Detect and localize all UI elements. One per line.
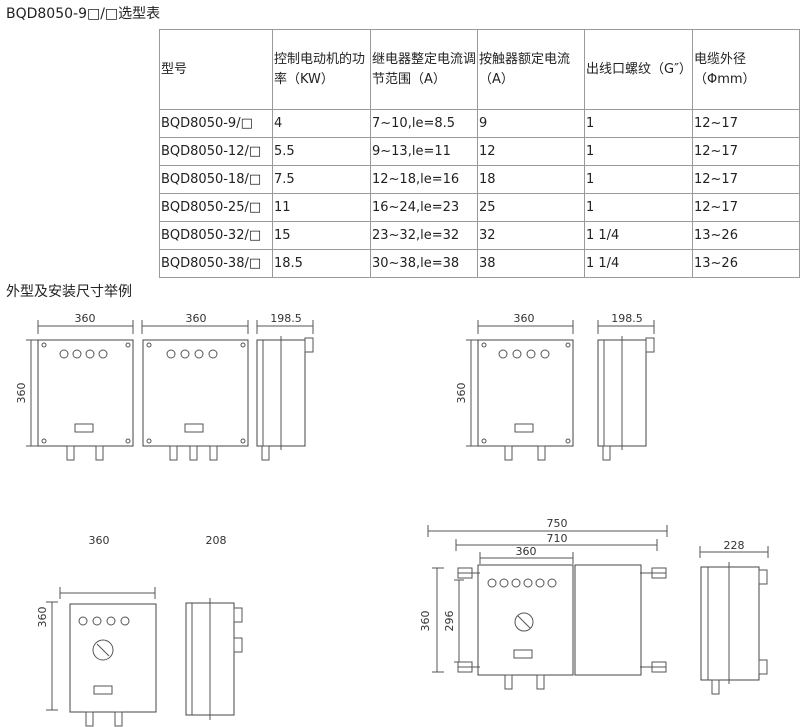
table-cell: BQD8050-25/□: [159, 193, 273, 222]
table-cell: 12~18,le=16: [370, 165, 478, 194]
table-cell: BQD8050-12/□: [159, 137, 273, 166]
table-row: BQD8050-25/□ 11 16~24,le=23 25 1 12~17: [159, 193, 800, 222]
table-cell: 9~13,le=11: [370, 137, 478, 166]
dim-d4-box-width: 360: [516, 545, 537, 558]
dim-d2-width: 360: [514, 312, 535, 325]
table-cell: 13~26: [692, 249, 800, 278]
table-cell: BQD8050-9/□: [159, 109, 273, 138]
dim-d4-mount-height: 296: [443, 611, 456, 632]
spec-table: 型号 控制电动机的功率（KW） 继电器整定电流调节范围（A） 按触器额定电流（A…: [159, 29, 800, 278]
table-cell: 1 1/4: [584, 249, 693, 278]
table-cell: 25: [477, 193, 585, 222]
dim-d3-depth: 208: [206, 534, 227, 547]
table-cell: 12~17: [692, 137, 800, 166]
dim-d2-depth: 198.5: [611, 312, 643, 325]
dim-d1-width-1: 360: [75, 312, 96, 325]
table-row: BQD8050-18/□ 7.5 12~18,le=16 18 1 12~17: [159, 165, 800, 194]
header-model: 型号: [159, 29, 273, 110]
dim-d4-inner-width: 710: [547, 532, 568, 545]
table-cell: 23~32,le=32: [370, 221, 478, 250]
table-cell: 18.5: [272, 249, 371, 278]
table-cell: 11: [272, 193, 371, 222]
dim-d1-height: 360: [15, 383, 28, 404]
dim-d1-width-2: 360: [186, 312, 207, 325]
header-cable-diameter: 电缆外径（Φmm）: [692, 29, 800, 110]
table-cell: 38: [477, 249, 585, 278]
table-row: BQD8050-32/□ 15 23~32,le=32 32 1 1/4 13~…: [159, 221, 800, 250]
header-relay-range: 继电器整定电流调节范围（A）: [370, 29, 478, 110]
table-cell: 13~26: [692, 221, 800, 250]
dim-d4-height: 360: [419, 611, 432, 632]
dim-d3-height: 360: [36, 607, 49, 628]
dim-d3-width: 360: [89, 534, 110, 547]
table-cell: 30~38,le=38: [370, 249, 478, 278]
table-row: BQD8050-38/□ 18.5 30~38,le=38 38 1 1/4 1…: [159, 249, 800, 278]
drawings-section-title: 外型及安装尺寸举例: [6, 284, 132, 300]
dim-d4-total-width: 750: [547, 517, 568, 530]
table-row: BQD8050-12/□ 5.5 9~13,le=11 12 1 12~17: [159, 137, 800, 166]
drawing-wide-assembly: [427, 525, 769, 695]
dim-d2-height: 360: [455, 383, 468, 404]
table-cell: 1: [584, 137, 693, 166]
table-cell: 9: [477, 109, 585, 138]
drawing-single-enclosure: [466, 320, 655, 461]
table-cell: BQD8050-18/□: [159, 165, 273, 194]
table-cell: BQD8050-32/□: [159, 221, 273, 250]
header-power: 控制电动机的功率（KW）: [272, 29, 371, 110]
table-cell: 15: [272, 221, 371, 250]
table-header-row: 型号 控制电动机的功率（KW） 继电器整定电流调节范围（A） 按触器额定电流（A…: [159, 29, 800, 110]
table-row: BQD8050-9/□ 4 7~10,le=8.5 9 1 12~17: [159, 109, 800, 138]
table-cell: 1 1/4: [584, 221, 693, 250]
table-cell: 7~10,le=8.5: [370, 109, 478, 138]
table-cell: BQD8050-38/□: [159, 249, 273, 278]
table-cell: 16~24,le=23: [370, 193, 478, 222]
table-cell: 1: [584, 109, 693, 138]
table-cell: 12~17: [692, 193, 800, 222]
table-cell: 18: [477, 165, 585, 194]
dim-d4-depth: 228: [724, 539, 745, 552]
page-title: BQD8050-9□/□选型表: [6, 6, 161, 22]
table-cell: 12: [477, 137, 585, 166]
drawing-double-enclosure: [26, 320, 314, 461]
dim-d1-depth: 198.5: [270, 312, 302, 325]
drawing-enclosure-with-switch: [46, 587, 243, 727]
table-cell: 1: [584, 165, 693, 194]
header-contactor-current: 按触器额定电流（A）: [477, 29, 585, 110]
table-cell: 5.5: [272, 137, 371, 166]
table-cell: 12~17: [692, 109, 800, 138]
table-cell: 1: [584, 193, 693, 222]
table-cell: 4: [272, 109, 371, 138]
table-cell: 32: [477, 221, 585, 250]
table-cell: 12~17: [692, 165, 800, 194]
table-cell: 7.5: [272, 165, 371, 194]
header-thread: 出线口螺纹（G″）: [584, 29, 693, 110]
